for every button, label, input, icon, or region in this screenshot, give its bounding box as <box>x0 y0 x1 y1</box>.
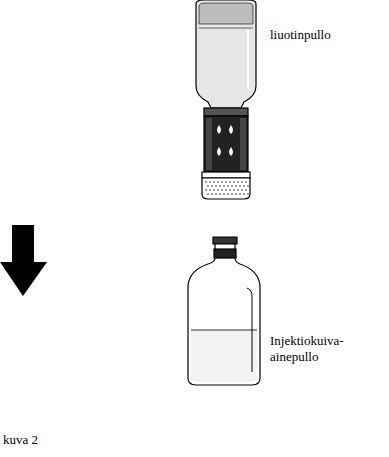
solvent-vial <box>196 0 256 199</box>
figure-number: kuva 2 <box>3 432 38 448</box>
down-arrow <box>0 225 47 296</box>
part-label: liuotinpullo <box>270 27 331 43</box>
powder-vial <box>188 237 260 385</box>
part-label: Injektiokuiva- ainepullo <box>270 333 344 366</box>
